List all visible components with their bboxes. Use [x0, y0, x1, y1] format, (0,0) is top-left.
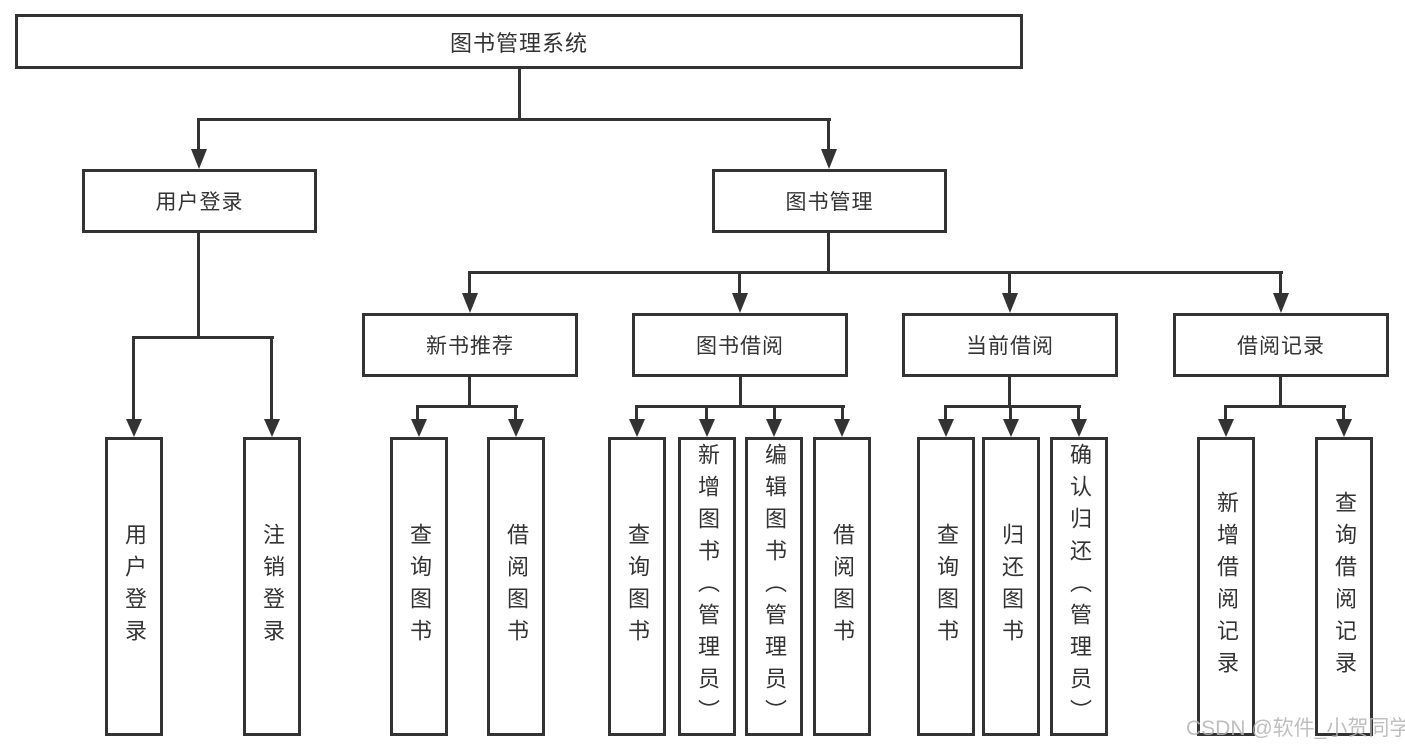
leaf-borrow-query-books: 查询图书	[608, 437, 666, 736]
node-new-book-recommend: 新书推荐	[362, 313, 578, 377]
node-user-login: 用户登录	[82, 169, 317, 233]
leaf-borrow-add-books-admin-label: 新增图书（管理员）	[695, 442, 720, 731]
leaf-current-query-books-label: 查询图书	[934, 522, 959, 651]
arrow-down-icon	[1003, 419, 1019, 437]
leaf-borrow-borrow-books: 借阅图书	[813, 437, 871, 736]
leaf-logout: 注销登录	[243, 437, 301, 736]
node-book-management-label: 图书管理	[785, 191, 874, 214]
leaf-current-return-books-label: 归还图书	[999, 522, 1024, 651]
node-current-borrow: 当前借阅	[902, 313, 1118, 377]
connector-borrow-records-stem	[1279, 377, 1282, 407]
connector-leaf-stem	[1342, 405, 1345, 421]
node-current-borrow-label: 当前借阅	[966, 335, 1054, 358]
leaf-user-login: 用户登录	[105, 437, 163, 736]
arrow-down-icon	[1071, 419, 1087, 437]
connector-to-new-book-recommend	[468, 271, 471, 297]
connector-to-book-borrow	[738, 271, 741, 297]
arrow-down-icon	[766, 419, 782, 437]
leaf-borrow-borrow-books-label: 借阅图书	[830, 522, 855, 651]
node-new-book-recommend-label: 新书推荐	[426, 335, 514, 358]
connector-root-stem	[518, 68, 521, 121]
connector-leaf-stem	[416, 405, 419, 421]
leaf-borrow-query-books-label: 查询图书	[625, 522, 650, 651]
node-book-borrow: 图书借阅	[632, 313, 848, 377]
leaf-newbook-query-books-label: 查询图书	[407, 522, 432, 651]
leaf-borrow-edit-books-admin-label: 编辑图书（管理员）	[762, 442, 787, 731]
arrow-down-icon	[821, 149, 837, 169]
arrow-down-icon	[1002, 293, 1018, 313]
arrow-down-icon	[834, 419, 850, 437]
arrow-down-icon	[126, 419, 142, 437]
arrow-down-icon	[732, 293, 748, 313]
leaf-newbook-borrow-books-label: 借阅图书	[504, 522, 529, 651]
connector-root-crossbar	[197, 118, 831, 121]
leaf-records-add-record: 新增借阅记录	[1197, 437, 1255, 736]
connector-root-to-book-management	[827, 118, 830, 152]
node-borrow-records-label: 借阅记录	[1237, 335, 1325, 358]
node-book-management: 图书管理	[712, 169, 947, 233]
connector-book-management-stem	[827, 233, 830, 273]
leaf-records-query-record-label: 查询借阅记录	[1332, 490, 1357, 683]
arrow-down-icon	[264, 419, 280, 437]
leaf-current-return-books: 归还图书	[982, 437, 1040, 736]
connector-book-management-crossbar	[468, 271, 1283, 274]
connector-leaf-stem	[944, 405, 947, 421]
connector-book-borrow-stem	[739, 377, 742, 407]
connector-user-login-stem	[197, 233, 200, 339]
arrow-down-icon	[1336, 419, 1352, 437]
connector-to-leaf-logout	[270, 336, 273, 421]
connector-new-book-recommend-stem	[468, 377, 471, 407]
arrow-down-icon	[508, 419, 524, 437]
leaf-records-add-record-label: 新增借阅记录	[1214, 490, 1239, 683]
node-book-borrow-label: 图书借阅	[696, 335, 784, 358]
connector-leaf-stem	[1077, 405, 1080, 421]
leaf-current-confirm-return-admin-label: 确认归还（管理员）	[1067, 442, 1092, 731]
connector-to-leaf-user-login	[132, 336, 135, 421]
leaf-current-query-books: 查询图书	[917, 437, 975, 736]
connector-current-borrow-crossbar	[944, 405, 1081, 408]
leaf-borrow-edit-books-admin: 编辑图书（管理员）	[745, 437, 803, 736]
leaf-current-confirm-return-admin: 确认归还（管理员）	[1050, 437, 1108, 736]
node-root: 图书管理系统	[15, 14, 1023, 69]
node-borrow-records: 借阅记录	[1173, 313, 1389, 377]
connector-current-borrow-stem	[1008, 377, 1011, 407]
leaf-newbook-borrow-books: 借阅图书	[487, 437, 545, 736]
arrow-down-icon	[1218, 419, 1234, 437]
connector-user-login-crossbar	[132, 336, 274, 339]
leaf-logout-label: 注销登录	[260, 522, 285, 651]
connector-leaf-stem	[514, 405, 517, 421]
connector-leaf-stem	[773, 405, 776, 421]
connector-book-borrow-crossbar	[635, 405, 845, 408]
connector-root-to-user-login	[197, 118, 200, 152]
arrow-down-icon	[411, 419, 427, 437]
connector-leaf-stem	[1009, 405, 1012, 421]
arrow-down-icon	[1273, 293, 1289, 313]
connector-leaf-stem	[841, 405, 844, 421]
arrow-down-icon	[191, 149, 207, 169]
connector-to-borrow-records	[1279, 271, 1282, 297]
connector-borrow-records-crossbar	[1224, 405, 1346, 408]
arrow-down-icon	[629, 419, 645, 437]
connector-leaf-stem	[705, 405, 708, 421]
connector-to-current-borrow	[1008, 271, 1011, 297]
node-root-label: 图书管理系统	[449, 30, 588, 56]
connector-new-book-recommend-crossbar	[416, 405, 518, 408]
arrow-down-icon	[462, 293, 478, 313]
leaf-records-query-record: 查询借阅记录	[1315, 437, 1373, 736]
arrow-down-icon	[938, 419, 954, 437]
arrow-down-icon	[699, 419, 715, 437]
connector-leaf-stem	[635, 405, 638, 421]
leaf-user-login-label: 用户登录	[122, 522, 147, 651]
leaf-newbook-query-books: 查询图书	[390, 437, 448, 736]
leaf-borrow-add-books-admin: 新增图书（管理员）	[678, 437, 736, 736]
csdn-watermark: CSDN @软件_小贺同学	[1186, 717, 1405, 740]
node-user-login-label: 用户登录	[155, 191, 244, 214]
connector-leaf-stem	[1224, 405, 1227, 421]
